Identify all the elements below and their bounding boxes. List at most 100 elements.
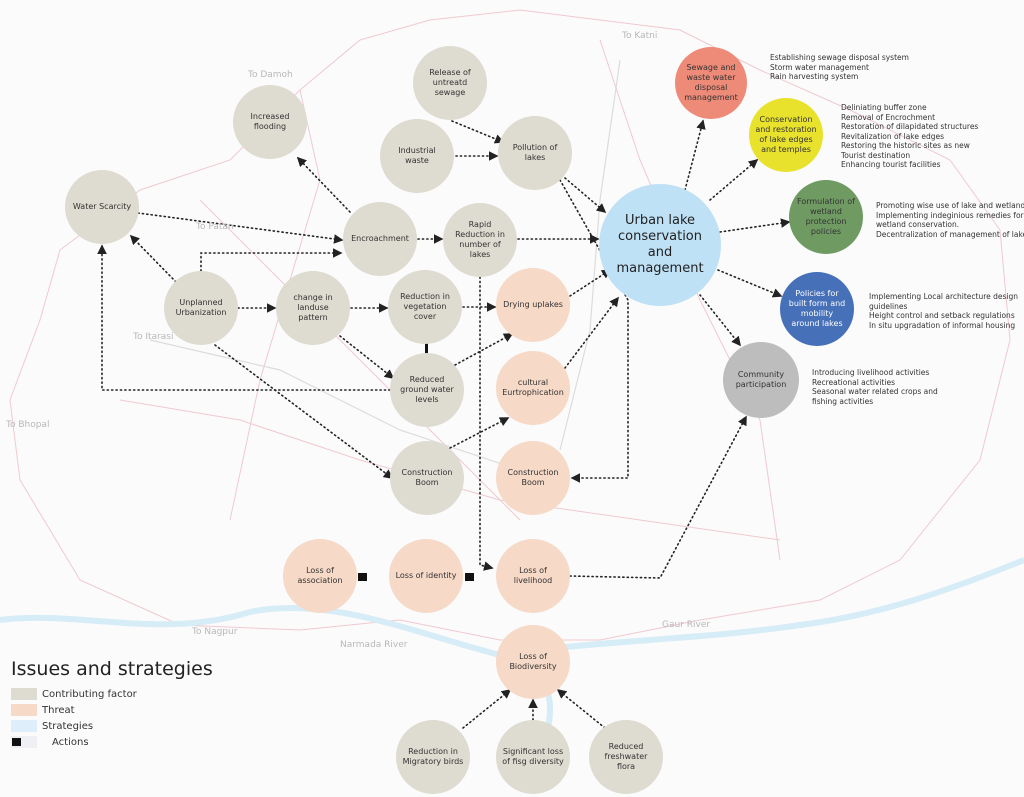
- map-label-itarasi: To Itarasi: [133, 332, 174, 342]
- dotted-arrow: [451, 120, 505, 144]
- legend-swatch: [11, 704, 37, 716]
- dotted-arrow: [449, 417, 510, 449]
- action-bar: [425, 341, 428, 356]
- note-line: wetland conservation.: [876, 220, 960, 229]
- note-line: Removal of Encrochment: [841, 112, 936, 122]
- note-line: Storm water management: [770, 62, 869, 72]
- note-line: Tourist destination: [841, 150, 911, 160]
- map-label-narmada-river: Narmada River: [340, 640, 408, 650]
- threat-loss-of-biodiversity: Loss of Biodiversity: [496, 625, 570, 699]
- note-line: Restoring the historic sites as new: [841, 141, 970, 150]
- legend-item: Threat: [11, 702, 213, 718]
- factor-increased-flooding: Increased flooding: [233, 85, 307, 159]
- note-line: Introducing livelihood activities: [812, 368, 930, 377]
- notes-sewage-management: Establishing sewage disposal system Stor…: [770, 53, 909, 82]
- dotted-arrow: [137, 212, 344, 244]
- dotted-arrow: [564, 296, 619, 369]
- note-line: fishing activities: [812, 396, 874, 406]
- dotted-arrow: [129, 234, 177, 283]
- notes-community-participation: Introducing livelihood activities Recrea…: [812, 368, 938, 406]
- dotted-arrow: [200, 248, 343, 272]
- map-label-bhopal: To Bhopal: [6, 420, 50, 430]
- note-line: Promoting wise use of lake and wetland: [876, 201, 1024, 210]
- dotted-arrow: [717, 269, 783, 298]
- notes-wetland-policies: Promoting wise use of lake and wetland I…: [876, 201, 1024, 239]
- legend-swatch: [11, 736, 37, 748]
- note-line: Recreational activities: [812, 377, 895, 387]
- factor-construction-boom: Construction Boom: [390, 441, 464, 515]
- note-line: Enhancing tourist facilities: [841, 160, 941, 169]
- note-line: Revitalization of lake edges: [841, 131, 945, 141]
- action-marker: [358, 573, 367, 581]
- factor-landuse-change: change in landuse pattern: [276, 271, 350, 345]
- dotted-arrow: [709, 158, 759, 201]
- dotted-arrow: [556, 688, 606, 729]
- note-line: guidelines: [869, 301, 908, 311]
- factor-untreated-sewage: Release of untreatd sewage: [413, 46, 487, 120]
- factor-rapid-reduction-lakes: Rapid Reduction in number of lakes: [443, 203, 517, 277]
- factor-industrial-waste: Industrial waste: [380, 119, 454, 193]
- legend-label: Threat: [42, 704, 75, 716]
- note-line: Establishing sewage disposal system: [770, 53, 909, 62]
- note-line: Restoration of dilapidated structures: [841, 122, 979, 131]
- dotted-arrow: [479, 276, 494, 571]
- factor-vegetation-reduction: Reduction in vegetation cover: [388, 270, 462, 344]
- legend-label: Actions: [52, 736, 89, 748]
- note-line: Deliniating buffer zone: [841, 103, 927, 112]
- threat-loss-of-livelihood: Loss of livelihood: [496, 539, 570, 613]
- dotted-arrow: [214, 344, 394, 479]
- dotted-arrow: [559, 179, 629, 483]
- note-line: Decentralization of management of lake: [876, 229, 1024, 239]
- dotted-arrow: [719, 218, 791, 233]
- dotted-arrow: [569, 415, 747, 579]
- dotted-arrow: [339, 335, 395, 379]
- dotted-arrow: [699, 294, 741, 347]
- legend-title: Issues and strategies: [11, 658, 213, 680]
- central-strategy-urban-lake: Urban lake conservation and management: [599, 184, 721, 306]
- factor-water-scarcity: Water Scarcity: [65, 170, 139, 244]
- dotted-arrow: [684, 119, 706, 191]
- dotted-arrow: [564, 177, 607, 214]
- legend-swatch: [11, 688, 37, 700]
- threat-construction-boom: Construction Boom: [496, 441, 570, 515]
- map-label-nagpur: To Nagpur: [192, 627, 238, 637]
- map-label-gaur-river: Gaur River: [662, 620, 711, 630]
- dotted-arrow: [454, 333, 514, 366]
- map-label-katni: To Katni: [622, 31, 658, 41]
- strategy-built-form-policies: Policies for built form and mobility aro…: [780, 272, 854, 346]
- note-line: Seasonal water related crops and: [812, 387, 938, 396]
- dotted-arrow: [462, 688, 512, 729]
- factor-unplanned-urbanization: Unplanned Urbanization: [164, 271, 238, 345]
- threat-drying-uplakes: Drying uplakes: [496, 268, 570, 342]
- dotted-arrow: [569, 269, 612, 297]
- note-line: Implementing Local architecture design: [869, 292, 1019, 301]
- note-line: Height control and setback regulations: [869, 311, 1015, 320]
- dotted-arrow: [97, 244, 391, 391]
- legend-item: Strategies: [11, 718, 213, 734]
- threat-loss-of-identity: Loss of identity: [389, 539, 463, 613]
- map-label-patan: To Patan: [196, 222, 234, 232]
- note-line: In situ upgradation of informal housing: [869, 320, 1016, 330]
- note-line: Rain harvesting system: [770, 72, 859, 81]
- legend-swatch: [11, 720, 37, 732]
- threat-loss-of-association: Loss of association: [283, 539, 357, 613]
- notes-built-form-policies: Implementing Local architecture design g…: [869, 292, 1018, 330]
- legend-item: Contributing factor: [11, 686, 213, 702]
- threat-eutrophication: cultural Eurtrophication: [496, 351, 570, 425]
- factor-encroachment: Encroachment: [343, 202, 417, 276]
- strategy-sewage-management: Sewage and waste water disposal manageme…: [675, 47, 747, 119]
- legend-item: Actions: [11, 734, 213, 750]
- legend: Issues and strategies Contributing facto…: [11, 658, 213, 750]
- strategy-community-participation: Community participation: [723, 342, 799, 418]
- action-marker: [465, 573, 474, 581]
- factor-reduced-groundwater: Reduced ground water levels: [390, 353, 464, 427]
- note-line: Implementing indeginious remedies for: [876, 210, 1024, 220]
- dotted-arrow: [296, 156, 351, 213]
- strategy-conservation: Conservation and restoration of lake edg…: [749, 98, 823, 172]
- map-label-damoh: To Damoh: [248, 70, 293, 80]
- factor-migratory-birds: Reduction in Migratory birds: [396, 720, 470, 794]
- factor-freshwater-flora: Reduced freshwater flora: [589, 720, 663, 794]
- legend-label: Strategies: [42, 720, 94, 732]
- legend-label: Contributing factor: [42, 688, 137, 700]
